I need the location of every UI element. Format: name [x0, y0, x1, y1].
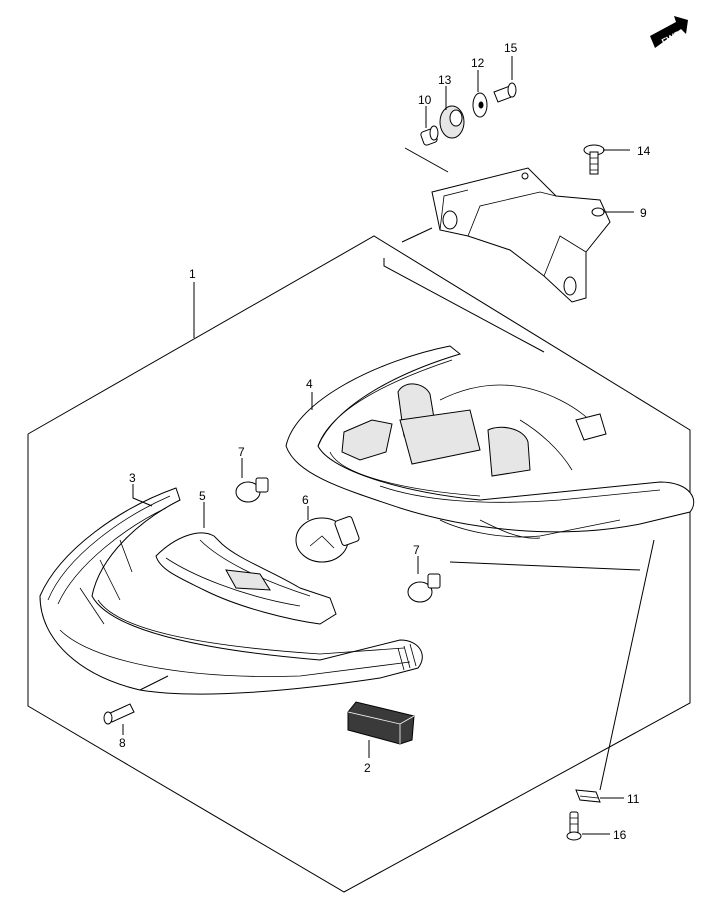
reflector-part — [155, 532, 337, 625]
bolt-part — [583, 144, 605, 175]
collar-part — [420, 125, 439, 146]
bracket-part — [431, 167, 611, 303]
screw-part — [493, 82, 517, 103]
callout-10: 10 — [418, 93, 432, 107]
grommet-part — [439, 105, 465, 139]
leader-lines — [122, 56, 655, 835]
small-bulb-part-2 — [407, 573, 441, 603]
callout-16: 16 — [613, 828, 627, 842]
callout-8: 8 — [119, 736, 126, 750]
callout-11: 11 — [627, 792, 640, 806]
clip-part — [575, 789, 601, 803]
callout-14: 14 — [637, 144, 651, 158]
callout-4: 4 — [306, 377, 313, 391]
fwd-arrow-icon: FWD — [650, 16, 688, 48]
small-bulb-part — [235, 477, 269, 503]
rear-lens-frame-part — [285, 345, 695, 539]
washer-part — [472, 92, 488, 118]
callout-2: 2 — [364, 761, 371, 775]
callout-3: 3 — [129, 471, 136, 485]
bulb-part — [295, 516, 360, 563]
tapping-screw-part — [103, 703, 135, 725]
cushion-pad-part — [347, 701, 415, 745]
callout-15: 15 — [504, 41, 518, 55]
callout-13: 13 — [438, 73, 452, 87]
callout-6: 6 — [302, 493, 309, 507]
callout-5: 5 — [199, 489, 206, 503]
callout-12: 12 — [471, 56, 485, 70]
callout-7a: 7 — [238, 445, 245, 459]
callout-labels: 1 2 3 4 5 6 7 7 8 9 10 11 12 13 14 15 16 — [119, 41, 651, 842]
assembly-boundary — [27, 235, 691, 893]
callout-7b: 7 — [413, 543, 420, 557]
callout-9: 9 — [640, 206, 647, 220]
callout-1: 1 — [189, 267, 196, 281]
screw-part-2 — [566, 811, 582, 841]
